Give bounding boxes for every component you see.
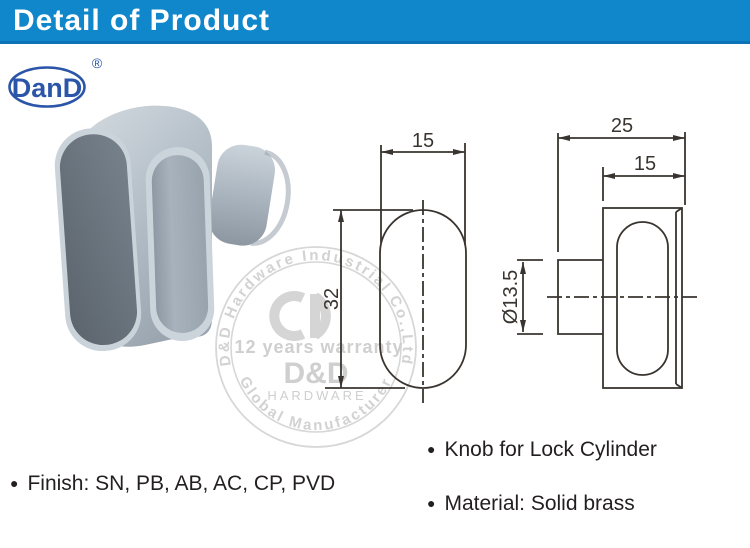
watermark-warranty: 12 years warranty [234,337,403,357]
knob-front-face [54,128,142,352]
material-note: ● Material: Solid brass [427,492,635,516]
knob-outline-side [602,207,683,389]
page-title: Detail of Product [13,4,271,37]
product-note: ● Knob for Lock Cylinder [427,438,657,462]
logo-text: DanD [12,73,83,103]
watermark-outer-circle [215,246,417,448]
finish-note: ● Finish: SN, PB, AB, AC, CP, PVD [10,472,335,496]
watermark-logo-mark [269,291,331,341]
groove-outline-side [616,221,669,376]
side-view-drawing: 25 15 Ø13.5 [500,115,697,389]
watermark-brand: D&D [284,357,349,390]
watermark-brand-sub: HARDWARE [267,388,366,403]
dim-height-label: 32 [321,288,343,310]
chamfer-line [675,383,683,389]
knob-stem [208,144,291,246]
brand-logo: DanD ® [8,55,103,108]
front-view-drawing: 15 32 [321,130,467,403]
watermark-inner-circle [230,261,402,433]
dim-width-label: 15 [412,130,434,152]
knob-groove [145,147,215,341]
bullet-icon: ● [427,441,436,457]
registered-mark: ® [92,55,103,71]
header-bar: Detail of Product [0,0,750,44]
dim-overall-depth-label: 25 [611,115,633,137]
product-note-text: Knob for Lock Cylinder [444,438,657,461]
dim-body-depth-label: 15 [634,153,656,175]
bullet-icon: ● [10,475,19,491]
logo-oval [8,66,86,108]
knob-3d-image [54,105,291,352]
dim-diameter-label: Ø13.5 [500,270,522,324]
material-note-text: Material: Solid brass [444,492,635,515]
bullet-icon: ● [427,495,436,511]
chamfer-line [675,207,683,213]
finish-note-text: Finish: SN, PB, AB, AC, CP, PVD [27,472,336,495]
